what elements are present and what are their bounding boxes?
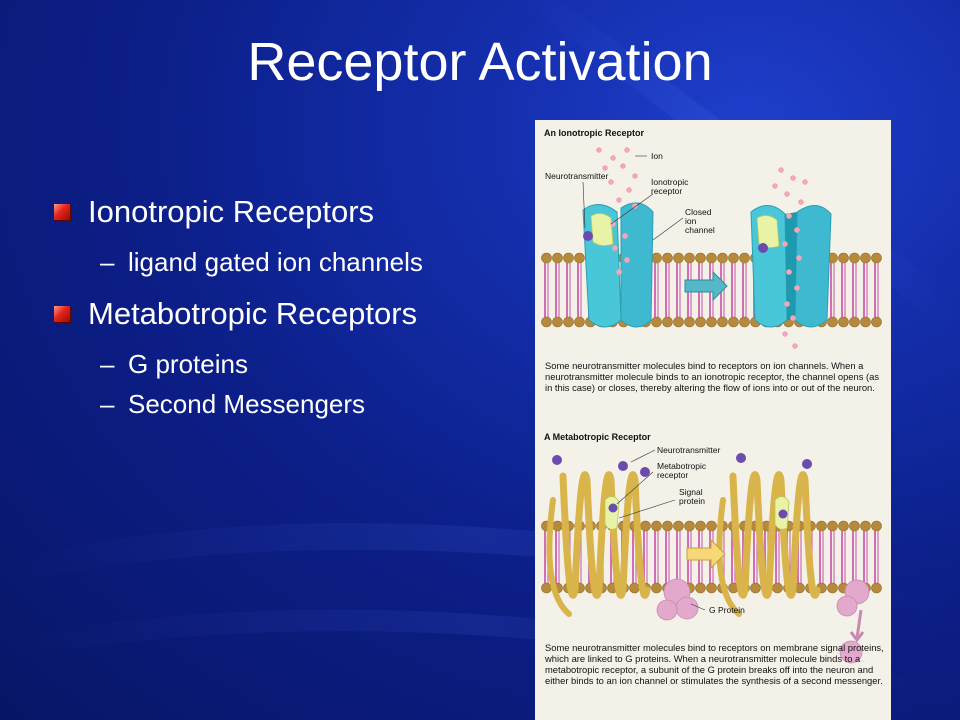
metabotropic-receptor-label: Metabotropic receptor (657, 461, 707, 480)
bullet-list: Ionotropic Receptors – ligand gated ion … (54, 190, 524, 434)
closed-channel-label: Closed ion channel (685, 207, 715, 235)
signal-protein-label: Signal protein (679, 487, 705, 506)
bullet-metabotropic: Metabotropic Receptors (54, 292, 524, 336)
sub-bullet-g-proteins: – G proteins (100, 349, 248, 379)
sub-bullet-second-messengers: – Second Messengers (100, 389, 366, 419)
neurotransmitter-label-2: Neurotransmitter (657, 445, 721, 455)
bullet-square-icon (54, 204, 70, 220)
ion-label: Ion (651, 151, 663, 161)
bullet-square-icon (54, 306, 70, 322)
slide-title: Receptor Activation (247, 32, 713, 92)
metabotropic-heading: A Metabotropic Receptor (544, 432, 651, 442)
receptor-figure: An Ionotropic Receptor Ion Neurotransmit… (535, 120, 891, 720)
sub-bullet-ligand: – ligand gated ion channels (100, 247, 423, 277)
metabotropic-caption: Some neurotransmitter molecules bind to … (545, 642, 884, 686)
g-protein-label: G Protein (709, 605, 745, 615)
ionotropic-receptor-label: Ionotropic receptor (651, 177, 689, 196)
neurotransmitter-label: Neurotransmitter (545, 171, 609, 181)
ionotropic-caption: Some neurotransmitter molecules bind to … (545, 360, 880, 393)
receptor-diagram (541, 147, 882, 664)
bullet-ionotropic: Ionotropic Receptors (54, 190, 524, 234)
ionotropic-heading: An Ionotropic Receptor (544, 128, 645, 138)
